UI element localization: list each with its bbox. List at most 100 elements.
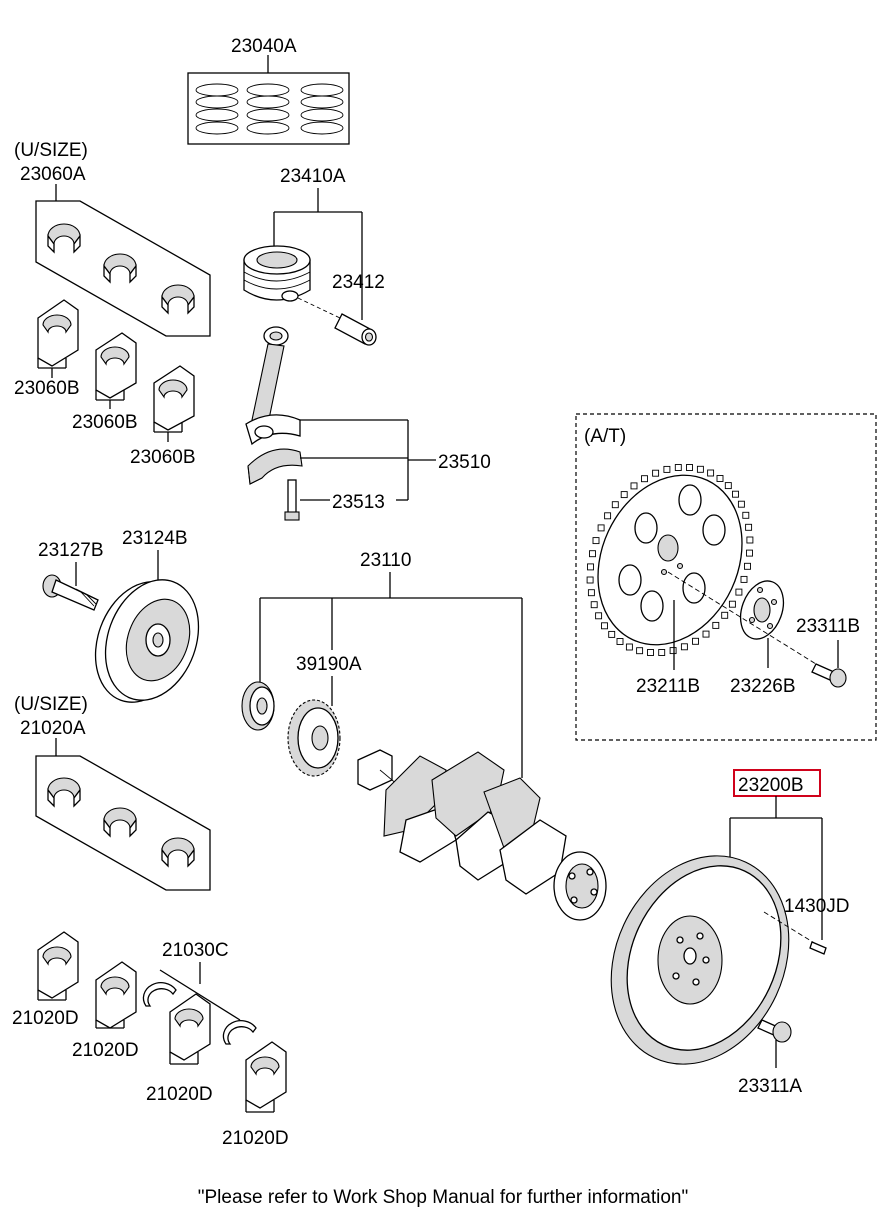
label-21020A[interactable]: 21020A — [20, 718, 86, 739]
flywheel-dowel-pin[interactable] — [809, 941, 827, 955]
bearing-21020D-4[interactable] — [245, 1041, 287, 1109]
label-at-note: (A/T) — [584, 426, 626, 447]
label-23410A[interactable]: 23410A — [280, 166, 346, 187]
ring-stack-1 — [195, 83, 239, 135]
gear-tooth — [669, 647, 677, 655]
label-23060B-3[interactable]: 23060B — [130, 447, 196, 468]
gear-tooth — [707, 469, 715, 477]
label-23124B[interactable]: 23124B — [122, 528, 188, 549]
label-23510[interactable]: 23510 — [438, 452, 491, 473]
gear-tooth — [732, 490, 739, 498]
adapter-plate[interactable] — [733, 575, 791, 645]
label-23311B[interactable]: 23311B — [796, 616, 860, 637]
label-23226B[interactable]: 23226B — [730, 676, 796, 697]
flywheel[interactable] — [578, 827, 822, 1094]
lower-bearing-set-panel[interactable] — [35, 755, 211, 891]
label-23110[interactable]: 23110 — [360, 550, 411, 571]
gear-tooth — [737, 500, 745, 508]
gear-tooth — [745, 523, 753, 531]
gear-tooth — [696, 465, 704, 473]
bearing-shell — [161, 284, 195, 315]
label-21020D-4[interactable]: 21020D — [222, 1128, 289, 1149]
label-39190A[interactable]: 39190A — [296, 654, 362, 675]
piston[interactable] — [243, 245, 311, 302]
bearing-23060B-1[interactable] — [37, 299, 79, 367]
gear-tooth — [663, 465, 671, 473]
gear-tooth — [616, 638, 624, 645]
label-23200B[interactable]: 23200B — [738, 775, 804, 796]
piston-ring-set[interactable] — [187, 72, 350, 145]
thrust-washer-2[interactable] — [222, 1019, 257, 1045]
pulley-bolt[interactable] — [42, 574, 99, 611]
label-23127B[interactable]: 23127B — [38, 540, 104, 561]
gear-tooth — [611, 501, 619, 509]
ring-stack-3 — [300, 83, 344, 135]
drive-plate-bolt[interactable] — [811, 663, 847, 688]
label-23060A[interactable]: 23060A — [20, 164, 86, 185]
gear-tooth — [686, 464, 693, 471]
label-21020D-3[interactable]: 21020D — [146, 1084, 213, 1105]
label-23513[interactable]: 23513 — [332, 492, 385, 513]
upper-bearing-set-panel[interactable] — [35, 200, 211, 337]
label-21030C[interactable]: 21030C — [162, 940, 229, 961]
label-23311A[interactable]: 23311A — [738, 1076, 802, 1097]
connecting-rod-cap[interactable] — [247, 448, 303, 485]
label-lower-usize-note: (U/SIZE) — [14, 694, 88, 715]
bearing-shell — [161, 837, 195, 868]
gear-tooth — [735, 588, 743, 596]
label-23211B[interactable]: 23211B — [636, 676, 700, 697]
bearing-21020D-3[interactable] — [169, 993, 211, 1061]
gear-tooth — [716, 475, 724, 482]
label-1430JD[interactable]: 1430JD — [784, 896, 850, 917]
label-upper-usize-note: (U/SIZE) — [14, 140, 88, 161]
gear-tooth — [620, 491, 628, 499]
rod-bolt[interactable] — [284, 479, 300, 521]
gear-tooth — [740, 575, 748, 583]
ring-stack-2 — [246, 83, 290, 135]
gear-tooth — [587, 563, 594, 571]
bearing-21020D-2[interactable] — [95, 961, 137, 1029]
bearing-23060B-2[interactable] — [95, 332, 137, 399]
gear-tooth — [712, 621, 720, 629]
gear-tooth — [746, 549, 753, 557]
gear-tooth — [604, 512, 612, 520]
label-23060B-1[interactable]: 23060B — [14, 378, 80, 399]
gear-tooth — [587, 589, 595, 597]
gear-tooth — [721, 611, 729, 619]
bearing-shell — [103, 807, 137, 838]
label-23412[interactable]: 23412 — [332, 272, 385, 293]
gear-tooth — [647, 649, 654, 656]
crankshaft[interactable] — [357, 749, 607, 921]
label-23060B-2[interactable]: 23060B — [72, 412, 138, 433]
gear-tooth — [625, 643, 633, 651]
gear-tooth — [658, 649, 666, 656]
bearing-23060B-3[interactable] — [153, 365, 195, 431]
gear-tooth — [724, 482, 732, 490]
gear-tooth — [608, 630, 616, 638]
piston-pin[interactable] — [334, 313, 377, 346]
gear-tooth — [601, 622, 608, 630]
crankshaft-sprocket[interactable] — [287, 699, 341, 777]
gear-tooth — [652, 469, 660, 477]
crank-gear[interactable] — [241, 681, 275, 731]
gear-tooth — [641, 475, 648, 483]
gear-tooth — [636, 647, 644, 655]
crankshaft-pulley[interactable] — [79, 567, 214, 716]
thrust-washer-1[interactable] — [142, 981, 177, 1007]
connecting-rod[interactable] — [245, 326, 301, 446]
label-21020D-1[interactable]: 21020D — [12, 1008, 79, 1029]
label-23040A[interactable]: 23040A — [231, 36, 297, 57]
bearing-21020D-1[interactable] — [37, 931, 79, 999]
bearing-shell — [103, 253, 137, 284]
flywheel-bolt[interactable] — [757, 1019, 792, 1043]
gear-tooth — [595, 612, 603, 620]
gear-tooth — [692, 637, 699, 645]
gear-tooth — [702, 630, 710, 638]
bearing-shell — [47, 777, 81, 808]
label-21020D-2[interactable]: 21020D — [72, 1040, 139, 1061]
gear-tooth — [592, 537, 600, 545]
drive-plate[interactable] — [571, 452, 769, 669]
drive-plate-teeth — [586, 464, 754, 656]
